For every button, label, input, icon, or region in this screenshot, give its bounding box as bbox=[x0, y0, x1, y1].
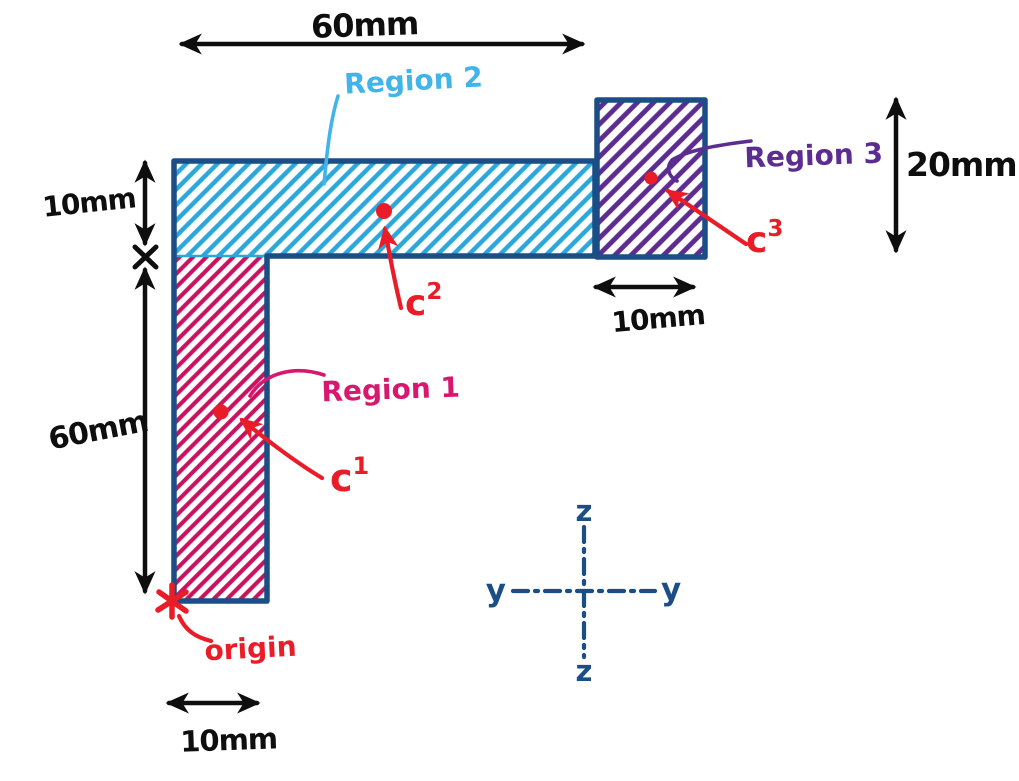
centroid-label-c1-base: c bbox=[330, 456, 353, 500]
region1-leader bbox=[248, 368, 326, 398]
dim-left-lower-label: 60mm bbox=[46, 404, 151, 457]
centroid-dot-c3 bbox=[644, 171, 658, 185]
centroid-label-c2-sup: 2 bbox=[426, 279, 442, 305]
origin-label: origin bbox=[204, 630, 298, 668]
centroid-dot-c2 bbox=[376, 203, 392, 219]
region3-label: Region 3 bbox=[744, 137, 884, 175]
centroid-dot-c1 bbox=[213, 404, 229, 420]
axes-group: y y z z bbox=[486, 494, 681, 688]
centroid-label-c2: c2 bbox=[405, 279, 442, 324]
dim-break-x-marker bbox=[132, 244, 159, 270]
dim-top-label: 60mm bbox=[310, 4, 418, 46]
origin-leader bbox=[176, 613, 214, 644]
region1-label: Region 1 bbox=[321, 371, 461, 409]
centroid-arrow-c2 bbox=[378, 225, 404, 311]
axis-label-y-right: y bbox=[661, 572, 681, 608]
centroid-label-c1: c1 bbox=[330, 452, 369, 500]
region2-leader bbox=[322, 94, 340, 186]
axis-label-z-bottom: z bbox=[576, 654, 593, 688]
centroid-label-c3-base: c bbox=[746, 220, 767, 261]
region3-leader bbox=[666, 139, 753, 183]
dim-region3-width-label: 10mm bbox=[610, 298, 706, 339]
centroid-arrow-c3 bbox=[665, 188, 749, 247]
origin-marker bbox=[155, 582, 189, 620]
axis-label-z-top: z bbox=[576, 494, 593, 528]
dim-left-upper-label: 10mm bbox=[41, 181, 137, 224]
dim-bottom-label: 10mm bbox=[180, 721, 278, 758]
region2-label: Region 2 bbox=[343, 60, 483, 100]
axis-label-y-left: y bbox=[486, 573, 506, 609]
centroid-label-c2-base: c bbox=[405, 283, 426, 324]
centroid-label-c3: c3 bbox=[746, 216, 783, 261]
centroid-arrow-c1 bbox=[239, 417, 325, 481]
centroid-label-c3-sup: 3 bbox=[767, 216, 783, 242]
dim-right-label: 20mm bbox=[906, 145, 1017, 184]
centroid-label-c1-sup: 1 bbox=[353, 452, 370, 480]
